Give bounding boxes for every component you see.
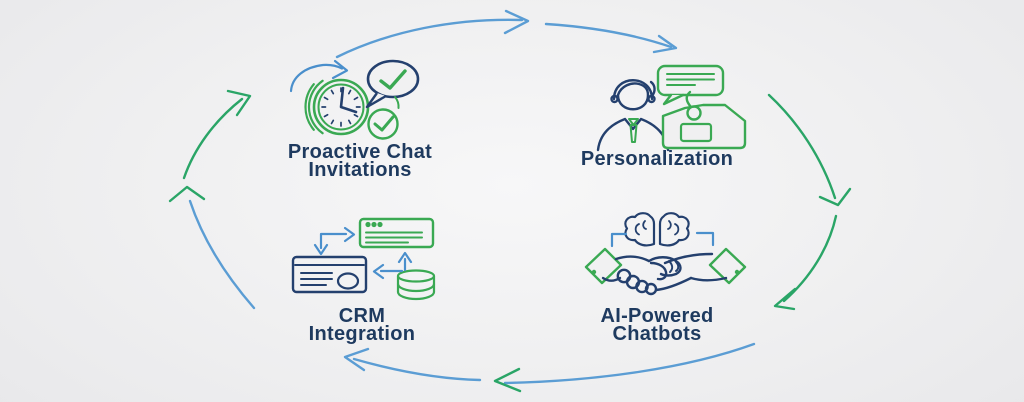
clock-ticks [321,87,361,127]
crm-card [291,255,368,294]
node-label: Proactive Chat Invitations [287,141,433,181]
database-cylinder [396,269,436,301]
arrow-left-lower [188,199,256,310]
cuffs [584,247,747,285]
handshake-hands [601,252,728,296]
node-proactive-chat-invitations: Proactive Chat Invitations [250,48,470,180]
node-crm-integration: CRM Integration [262,212,462,352]
refresh-swoosh-arrow [289,63,344,93]
handshake-brain-icon [584,212,747,296]
arrow-top-left [335,18,524,59]
node-label: AI-Powered Chatbots [600,305,714,345]
arrowhead-left-lower [168,185,206,203]
person-tag-chat-icon [596,64,747,152]
focus-brackets [610,231,715,248]
arrowhead-right-lower [773,287,797,311]
check-badge [367,108,399,140]
node-label: CRM Integration [308,305,416,345]
arrow-bottom-right [503,342,756,385]
arrowhead-left-upper [226,89,252,117]
price-tag [661,90,747,150]
browser-window [358,217,435,249]
arrowhead-top-right [652,34,678,54]
arrowhead-bottom-left [343,347,370,372]
arrow-top-right [544,22,673,49]
arrow-left-upper [182,97,244,180]
brain [624,212,690,247]
chat-bubble [656,64,725,106]
arrowhead-right-upper [818,187,852,207]
sync-arrows [313,226,413,280]
node-personalization: Personalization [547,55,767,180]
arrow-right-lower [782,214,838,303]
node-label: Personalization [580,148,734,170]
arrow-right-upper [767,93,837,200]
arrowhead-bottom-right [493,367,522,393]
arrow-bottom-left [352,357,482,382]
check-speech-bubble [366,59,420,99]
clock-hands [339,86,358,114]
node-ai-powered-chatbots: AI-Powered Chatbots [557,210,757,352]
tie [628,118,639,143]
crm-sync-database-icon [291,217,436,301]
check-icon [373,115,395,132]
arrowhead-top-left [503,9,530,35]
clock-check-chat-icon [289,59,420,140]
check-icon [379,69,407,90]
